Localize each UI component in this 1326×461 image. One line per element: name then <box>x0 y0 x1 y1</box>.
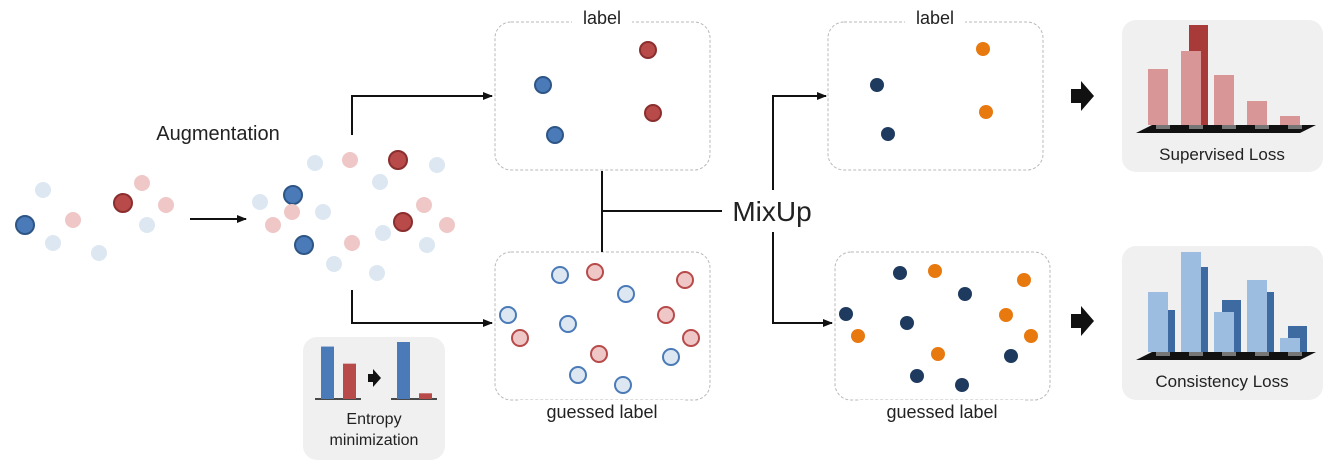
mixup-to-guessed-arrow <box>772 232 833 327</box>
guessed-box-right-points <box>839 264 1038 392</box>
label-box-left-title: label <box>583 8 621 28</box>
augmentation-label: Augmentation <box>156 123 279 145</box>
label-box-right <box>827 21 1044 171</box>
supervised-axis-tick <box>1255 125 1269 129</box>
supervised-axis-tick <box>1156 125 1170 129</box>
supervised-loss-label: Supervised Loss <box>1159 145 1285 164</box>
label-box-right-title-bg <box>905 10 965 32</box>
guessed-box-left-points <box>499 263 700 394</box>
to-guessed-arrow <box>351 290 493 327</box>
consistency-bar-light <box>1214 312 1234 352</box>
consistency-loss-label: Consistency Loss <box>1155 372 1288 391</box>
consistency-axis-tick <box>1189 352 1203 356</box>
mixup-to-label-arrow <box>772 92 827 190</box>
supervised-axis-tick <box>1189 125 1203 129</box>
entropy-label-line2: minimization <box>330 432 419 449</box>
augmented-data-points <box>252 150 455 281</box>
supervised-bar-light <box>1247 101 1267 125</box>
entropy-arrow-icon <box>368 369 381 387</box>
entropy-after-bar <box>397 342 410 399</box>
consistency-axis-tick <box>1156 352 1170 356</box>
label-box-left-points <box>534 41 662 144</box>
consistency-bar-light <box>1181 252 1201 352</box>
label-box-left <box>494 21 711 171</box>
consistency-axis-tick <box>1222 352 1236 356</box>
supervised-bar-light <box>1181 51 1201 125</box>
supervised-bar-light <box>1148 69 1168 125</box>
consistency-axis-tick <box>1255 352 1269 356</box>
supervised-axis-tick <box>1288 125 1302 129</box>
raw-data-points <box>15 175 174 261</box>
label-box-left-title-bg <box>572 10 632 32</box>
entropy-before-bar <box>321 346 334 399</box>
block-arrow-supervised <box>1071 81 1094 111</box>
supervised-bar-light <box>1280 116 1300 125</box>
mixup-label: MixUp <box>732 196 811 227</box>
entropy-bars <box>315 342 437 400</box>
consistency-bar-light <box>1247 280 1267 352</box>
guessed-box-right-title-bg <box>860 400 1025 422</box>
guessed-box-right-title: guessed label <box>886 402 997 422</box>
to-label-arrow <box>351 92 493 135</box>
guessed-box-right <box>834 251 1051 401</box>
entropy-label-line1: Entropy <box>346 411 401 428</box>
consistency-bar-light <box>1280 338 1300 352</box>
consistency-axis-tick <box>1288 352 1302 356</box>
consistency-bar-light <box>1148 292 1168 352</box>
supervised-bar-light <box>1214 75 1234 125</box>
supervised-histogram <box>1136 25 1316 133</box>
supervised-axis-tick <box>1222 125 1236 129</box>
consistency-histogram <box>1136 252 1316 360</box>
label-box-right-title: label <box>916 8 954 28</box>
entropy-after-bar <box>419 393 432 399</box>
label-box-right-points <box>870 42 993 141</box>
entropy-before-bar <box>343 363 356 399</box>
guessed-box-left-title: guessed label <box>546 402 657 422</box>
block-arrow-consistency <box>1071 306 1094 336</box>
guessed-box-left-title-bg <box>520 400 685 422</box>
